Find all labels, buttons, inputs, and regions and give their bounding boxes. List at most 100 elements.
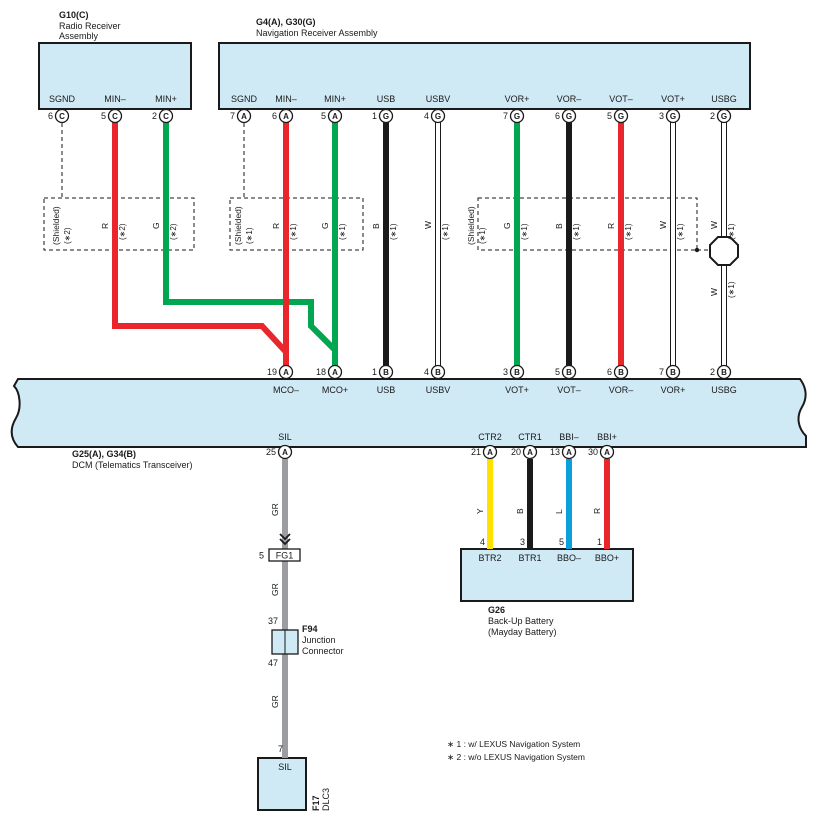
g4-pin-5-connector: G [514,112,520,121]
dcm-top-pin-6-number: 6 [607,367,612,377]
f94-name-1: Junction [302,635,336,645]
g4-pin-4-terminal[interactable] [430,108,446,124]
dcm-bottom-pin-2-terminal[interactable] [522,444,538,460]
vor-minus-code: B [554,223,564,229]
usbv-code: W [423,221,433,229]
g26-pin-2-label: BBO– [557,553,581,563]
f94-pin-out: 47 [268,658,278,668]
g4-pin-7-terminal[interactable] [613,108,629,124]
dcm-top-pin-5-terminal[interactable] [561,364,577,380]
f17-name: DLC3 [321,788,331,811]
dcm-top-pin-6-connector: B [618,368,624,377]
g10-pin-2-terminal[interactable] [158,108,174,124]
g4-pin-0-terminal[interactable] [236,108,252,124]
g26-pin-2-number: 5 [559,537,564,547]
radio-receiver-box[interactable] [38,42,192,110]
g4-pin-5-terminal[interactable] [509,108,525,124]
dcm-bottom-pin-1-terminal[interactable] [482,444,498,460]
g4-pin-6-label: VOR– [557,94,582,104]
g10-g-note: (∗2) [169,223,178,240]
dcm-top-pin-7-terminal[interactable] [665,364,681,380]
g4-pin-6-number: 6 [555,111,560,121]
dcm-bottom-pin-3-terminal[interactable] [561,444,577,460]
f17-pin-label: SIL [278,762,292,772]
g4-id: G4(A), G30(G) [256,17,316,27]
usbv-note: (∗1) [441,223,450,240]
g4-pin-0-number: 7 [230,111,235,121]
g4-g-note: (∗1) [338,223,347,240]
g4-pin-6-terminal[interactable] [561,108,577,124]
dcm-id: G25(A), G34(B) [72,449,136,459]
wire-g10-min-minus[interactable] [112,122,289,366]
dcm-top-pin-0-terminal[interactable] [278,364,294,380]
dcm-top-pin-1-number: 18 [316,367,326,377]
g4-pin-3-terminal[interactable] [378,108,394,124]
dcm-bottom-pin-0-terminal[interactable] [277,444,293,460]
g4-pin-9-connector: G [721,112,727,121]
dcm-box[interactable] [10,378,807,448]
dlc3-box[interactable] [257,757,307,811]
dcm-top-pin-5-label: VOT– [557,385,581,395]
g4-pin-0-connector: A [241,112,247,121]
dcm-bottom-pin-4-connector: A [604,448,610,457]
g4-pin-9-terminal[interactable] [716,108,732,124]
g10-shield-note: (∗2) [63,227,72,244]
vor-plus-code: G [502,222,512,229]
dcm-bottom-pin-4-terminal[interactable] [599,444,615,460]
dcm-top-pin-4-terminal[interactable] [509,364,525,380]
g10-pin-0-label: SGND [49,94,76,104]
g4-pin-8-number: 3 [659,111,664,121]
g26-name-1: Back-Up Battery [488,616,554,626]
g26-pin-3-label: BBO+ [595,553,619,563]
dcm-top-pin-6-terminal[interactable] [613,364,629,380]
dcm-bottom-pin-0-label: SIL [278,432,292,442]
g4-pin-1-terminal[interactable] [278,108,294,124]
f94-pin-in: 37 [268,616,278,626]
g10-pin-2-number: 2 [152,111,157,121]
footnote-2: ∗ 2 : w/o LEXUS Navigation System [447,752,585,762]
dcm-top-pin-2-terminal[interactable] [378,364,394,380]
dcm-top-pin-6-label: VOR– [609,385,634,395]
f94-id: F94 [302,624,318,634]
g4-pin-2-terminal[interactable] [327,108,343,124]
dcm-top-pin-8-connector: B [721,368,727,377]
dcm-top-pin-1-terminal[interactable] [327,364,343,380]
g10-pin-0-terminal[interactable] [54,108,70,124]
dcm-bottom-pin-4-number: 30 [588,447,598,457]
ctr1-code: B [515,508,525,514]
g4-pin-0-label: SGND [231,94,258,104]
dcm-top-pin-8-number: 2 [710,367,715,377]
dcm-top-pin-3-terminal[interactable] [430,364,446,380]
backup-battery-box[interactable] [460,548,634,602]
g10-pin-2-label: MIN+ [155,94,177,104]
usb-code: B [371,223,381,229]
g26-pin-1-number: 3 [520,537,525,547]
f94-name-2: Connector [302,646,344,656]
dcm-top-pin-8-terminal[interactable] [716,364,732,380]
dcm-top-pin-1-connector: A [332,368,338,377]
g4-pin-3-connector: G [383,112,389,121]
g10-pin-1-label: MIN– [104,94,126,104]
g4-pin-8-terminal[interactable] [665,108,681,124]
g4-pin-4-number: 4 [424,111,429,121]
dcm-top-pin-7-label: VOR+ [661,385,686,395]
g4-g-code: G [320,222,330,229]
dcm-top-pin-8-label: USBG [711,385,737,395]
dcm-bottom-pin-3-number: 13 [550,447,560,457]
g4-pin-7-number: 5 [607,111,612,121]
dcm-top-pin-2-connector: B [383,368,389,377]
fg1-connector[interactable] [268,548,301,562]
shield-junction-dot [694,247,700,253]
g10-g-code: G [151,222,161,229]
g10-pin-1-terminal[interactable] [107,108,123,124]
dcm-top-pin-7-number: 7 [659,367,664,377]
usbg-bottom-note: (∗1) [727,281,736,298]
navigation-receiver-box[interactable] [218,42,751,110]
g4-pin-8-label: VOT+ [661,94,685,104]
dcm-top-pin-1-label: MCO+ [322,385,348,395]
g10-pin-1-number: 5 [101,111,106,121]
g4-shield-note: (∗1) [245,227,254,244]
vor-shield-note: (∗1) [478,227,487,244]
vor-shield-box [477,197,698,251]
